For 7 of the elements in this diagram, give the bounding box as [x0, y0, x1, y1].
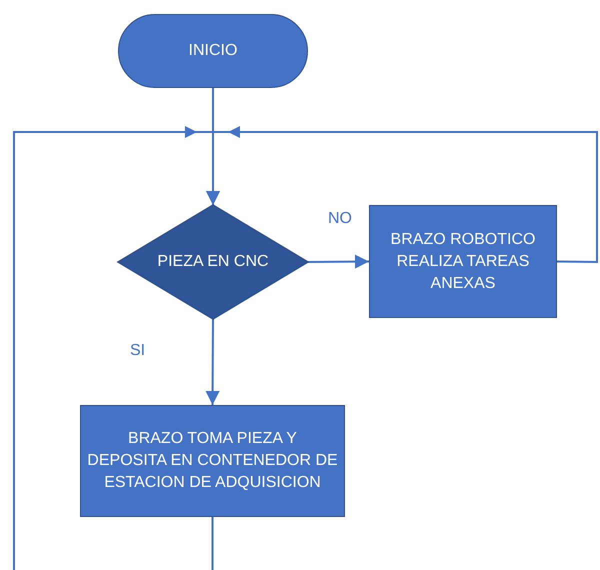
process-box [369, 205, 557, 318]
process-box [80, 405, 345, 517]
node-text: BRAZO TOMA PIEZA Y DEPOSITA EN CONTENEDOR DE ESTACION DE ADQUISICION [87, 429, 338, 493]
decision-diamond [118, 205, 308, 319]
node-text: PIEZA EN CNC [157, 252, 269, 272]
node-text: BRAZO ROBOTICO REALIZA TAREAS ANEXAS [390, 230, 536, 294]
node-text: INICIO [188, 41, 238, 61]
